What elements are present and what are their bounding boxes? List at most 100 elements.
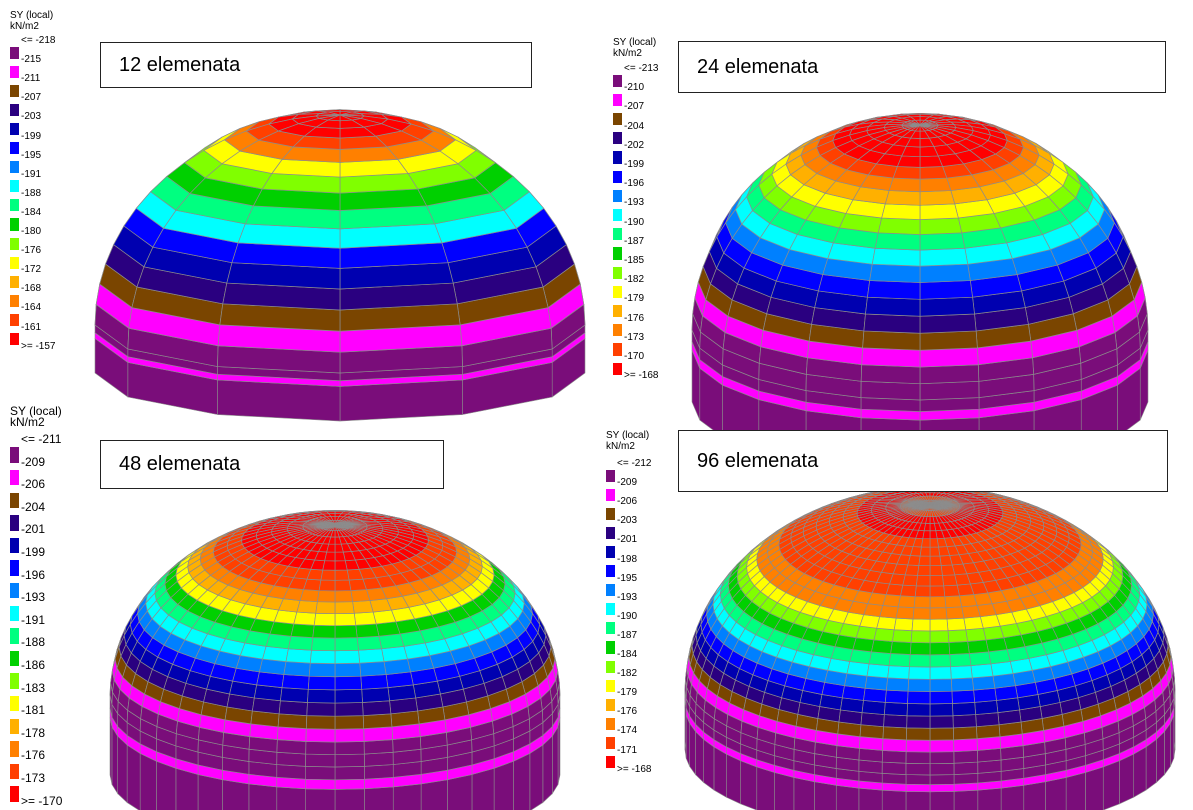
legend-swatch bbox=[606, 622, 615, 634]
legend-swatch bbox=[613, 305, 622, 317]
dome-facet bbox=[862, 700, 885, 714]
legend-label: -198 bbox=[617, 554, 637, 565]
legend-label: -193 bbox=[21, 592, 45, 603]
legend-swatch bbox=[613, 363, 622, 375]
dome-facet bbox=[335, 676, 362, 690]
dome-wall-band bbox=[1024, 782, 1046, 810]
dome-facet bbox=[291, 624, 314, 638]
dome-facet bbox=[930, 575, 944, 586]
dome-facet bbox=[307, 689, 335, 703]
legend-swatch bbox=[10, 470, 19, 486]
dome-facet bbox=[916, 575, 930, 586]
dome-facet bbox=[877, 617, 896, 630]
legend-swatch bbox=[10, 741, 19, 757]
dome-facet bbox=[944, 585, 960, 596]
dome-wall-band bbox=[930, 784, 954, 792]
dome-wall-band bbox=[836, 785, 859, 810]
dome-facet bbox=[920, 178, 951, 192]
dome-facet bbox=[864, 314, 920, 333]
dome-facet bbox=[920, 191, 955, 206]
dome-facet bbox=[354, 612, 376, 625]
dome-facet bbox=[294, 612, 316, 625]
dome-facet bbox=[373, 610, 396, 624]
dome-facet bbox=[924, 523, 930, 530]
legend-swatch bbox=[613, 75, 622, 87]
dome-facet bbox=[882, 204, 920, 220]
dome-facet bbox=[311, 638, 335, 651]
dome-facet bbox=[306, 754, 335, 767]
dome-wall-band bbox=[140, 753, 156, 810]
dome-facet bbox=[274, 610, 297, 624]
dome-wall-band bbox=[198, 775, 222, 810]
dome-facet bbox=[875, 233, 920, 250]
legend-label: -176 bbox=[21, 750, 45, 761]
legend: SY (local) kN/m2 <= -212-209-206-203-201… bbox=[606, 430, 666, 790]
legend-label: -179 bbox=[624, 293, 644, 304]
legend-label: -193 bbox=[624, 197, 644, 208]
dome-facet bbox=[897, 156, 920, 167]
dome-wall-band bbox=[757, 767, 775, 810]
dome-facet bbox=[908, 679, 930, 692]
dome-facet bbox=[363, 714, 392, 729]
dome-facet bbox=[279, 701, 307, 716]
dome-facet bbox=[359, 649, 384, 663]
legend-label: >= -157 bbox=[21, 341, 55, 352]
dome-facet bbox=[905, 565, 919, 576]
dome-facet bbox=[971, 664, 993, 678]
dome-facet bbox=[911, 631, 930, 643]
legend-label: -174 bbox=[617, 725, 637, 736]
dome-facet bbox=[906, 740, 930, 752]
legend-swatch bbox=[606, 680, 615, 692]
dome-facet bbox=[912, 619, 930, 631]
legend-swatch bbox=[10, 218, 19, 230]
legend-label: -207 bbox=[624, 101, 644, 112]
legend-swatch bbox=[10, 161, 19, 173]
dome-facet bbox=[907, 703, 930, 716]
dome-wall-band bbox=[1103, 761, 1119, 810]
dome-wall-band bbox=[906, 784, 930, 792]
legend-swatch bbox=[10, 142, 19, 154]
dome-facet bbox=[284, 662, 310, 677]
legend-swatch bbox=[606, 489, 615, 501]
legend-label: -188 bbox=[21, 188, 41, 199]
legend-label: -187 bbox=[624, 236, 644, 247]
dome-facet bbox=[306, 716, 335, 730]
dome-facet bbox=[930, 740, 954, 752]
legend-label: >= -168 bbox=[624, 370, 658, 381]
dome-wall-band bbox=[930, 791, 954, 810]
dome-wall-band bbox=[335, 766, 364, 779]
dome-facet bbox=[951, 666, 973, 679]
dome-wall-band bbox=[306, 779, 335, 789]
dome-facet bbox=[906, 752, 930, 764]
dome-wall-band bbox=[1119, 754, 1133, 804]
legend: SY (local) kN/m2 <= -218-215-211-207-203… bbox=[10, 10, 70, 370]
dome-facet bbox=[968, 640, 989, 654]
legend-swatch bbox=[613, 286, 622, 298]
dome-facet bbox=[930, 667, 951, 680]
dome-facet bbox=[930, 531, 937, 539]
legend-swatch bbox=[10, 123, 19, 135]
legend-label: -182 bbox=[617, 668, 637, 679]
legend-label: >= -170 bbox=[21, 796, 62, 807]
legend-swatch bbox=[10, 493, 19, 509]
legend-swatch bbox=[10, 764, 19, 780]
dome-wall-band bbox=[335, 789, 364, 810]
dome-wall-band bbox=[1066, 773, 1085, 810]
dome-facet bbox=[376, 622, 400, 636]
dome-facet bbox=[319, 580, 335, 591]
dome-facet bbox=[920, 314, 976, 333]
dome-facet bbox=[920, 381, 979, 400]
dome-facet bbox=[954, 762, 978, 775]
panel-12-elements: SY (local) kN/m2 <= -218-215-211-207-203… bbox=[0, 0, 590, 400]
legend-swatch bbox=[10, 314, 19, 326]
legend-swatch bbox=[10, 651, 19, 667]
dome-wall-band bbox=[393, 784, 421, 810]
dome-facet bbox=[930, 566, 942, 576]
dome-wall-band bbox=[704, 739, 714, 790]
dome-facet bbox=[952, 702, 975, 715]
dome-facet bbox=[310, 650, 335, 663]
dome-facet bbox=[930, 763, 954, 775]
legend-label: -190 bbox=[624, 217, 644, 228]
dome-wall-band bbox=[930, 775, 954, 785]
dome-facet bbox=[321, 570, 335, 580]
